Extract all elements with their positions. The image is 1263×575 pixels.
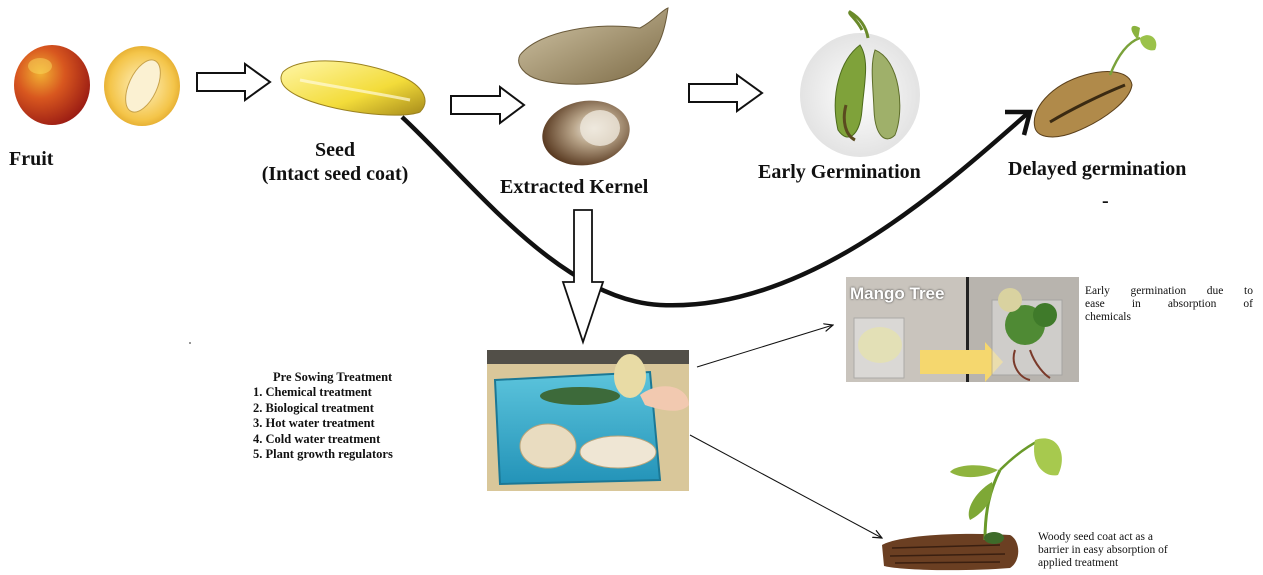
hollow-arrow-down	[563, 210, 603, 342]
hollow-arrow-3	[689, 75, 762, 111]
early-germination-note: Early germination due to ease in absorpt…	[1085, 285, 1253, 324]
treatment-item-2: 2. Biological treatment	[253, 401, 483, 417]
cut-mango-image	[104, 46, 180, 126]
woody-note-line3: applied treatment	[1038, 557, 1218, 570]
extracted-kernel-label: Extracted Kernel	[500, 176, 648, 199]
treatment-item-1: 1. Chemical treatment	[253, 385, 483, 401]
delayed-dash: -	[1102, 190, 1109, 213]
early-germination-image	[800, 12, 920, 157]
seed-image	[281, 61, 425, 115]
stray-dot	[189, 342, 191, 344]
early-note-line1: Early germination due to	[1085, 285, 1253, 298]
treatment-title: Pre Sowing Treatment	[273, 370, 483, 385]
woody-seed-photo	[882, 438, 1062, 570]
treatment-item-5: 5. Plant growth regulators	[253, 447, 483, 463]
seed-label-line2: (Intact seed coat)	[240, 162, 430, 186]
mango-tree-text: Mango Tree	[850, 284, 944, 304]
thin-arrow-to-early	[697, 325, 833, 367]
thin-arrow-to-woody	[690, 435, 882, 538]
early-germination-label: Early Germination	[758, 161, 921, 184]
hollow-arrow-2	[451, 87, 524, 123]
whole-mango-image	[14, 45, 90, 125]
woody-seed-note: Woody seed coat act as a barrier in easy…	[1038, 531, 1218, 570]
delayed-germination-image	[1034, 26, 1156, 137]
extracted-kernel-image	[537, 94, 635, 172]
woody-note-line2: barrier in easy absorption of	[1038, 544, 1218, 557]
delayed-germination-label: Delayed germination	[1008, 158, 1186, 181]
seed-label-line1: Seed	[240, 138, 430, 162]
treatment-list: Pre Sowing Treatment 1. Chemical treatme…	[253, 370, 483, 463]
treatment-item-4: 4. Cold water treatment	[253, 432, 483, 448]
treatment-photo	[487, 350, 689, 491]
seed-husk-image	[519, 8, 668, 84]
fruit-label: Fruit	[9, 148, 53, 171]
woody-note-line1: Woody seed coat act as a	[1038, 531, 1218, 544]
early-note-line3: chemicals	[1085, 311, 1253, 324]
treatment-item-3: 3. Hot water treatment	[253, 416, 483, 432]
seed-label: Seed (Intact seed coat)	[240, 138, 430, 186]
hollow-arrow-1	[197, 64, 270, 100]
early-note-line2: ease in absorption of	[1085, 298, 1253, 311]
mango-tree-photo-caption: Mango Tree	[846, 277, 968, 307]
